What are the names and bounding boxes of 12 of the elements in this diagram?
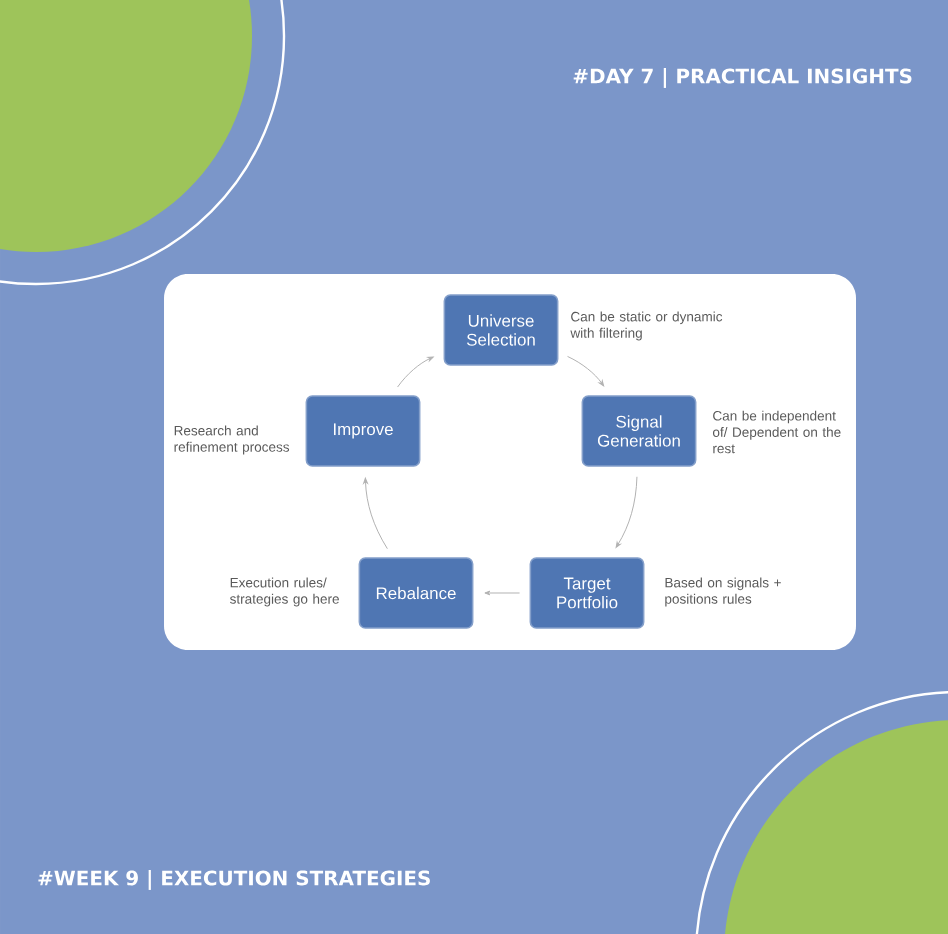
arrow	[363, 477, 388, 550]
heading: #DAY 7 | PRACTICAL INSIGHTS	[573, 68, 912, 88]
process-box: Rebalance	[358, 557, 474, 629]
process-box: Universe Selection	[443, 294, 559, 366]
arrow	[484, 590, 521, 596]
heading: #WEEK 9 | EXECUTION STRATEGIES	[38, 870, 430, 890]
process-box: Improve	[305, 395, 421, 467]
process-box: Target Portfolio	[529, 557, 645, 629]
arrow	[615, 476, 638, 548]
arrow	[397, 356, 434, 388]
arrow	[567, 355, 605, 387]
process-box: Signal Generation	[581, 395, 697, 467]
